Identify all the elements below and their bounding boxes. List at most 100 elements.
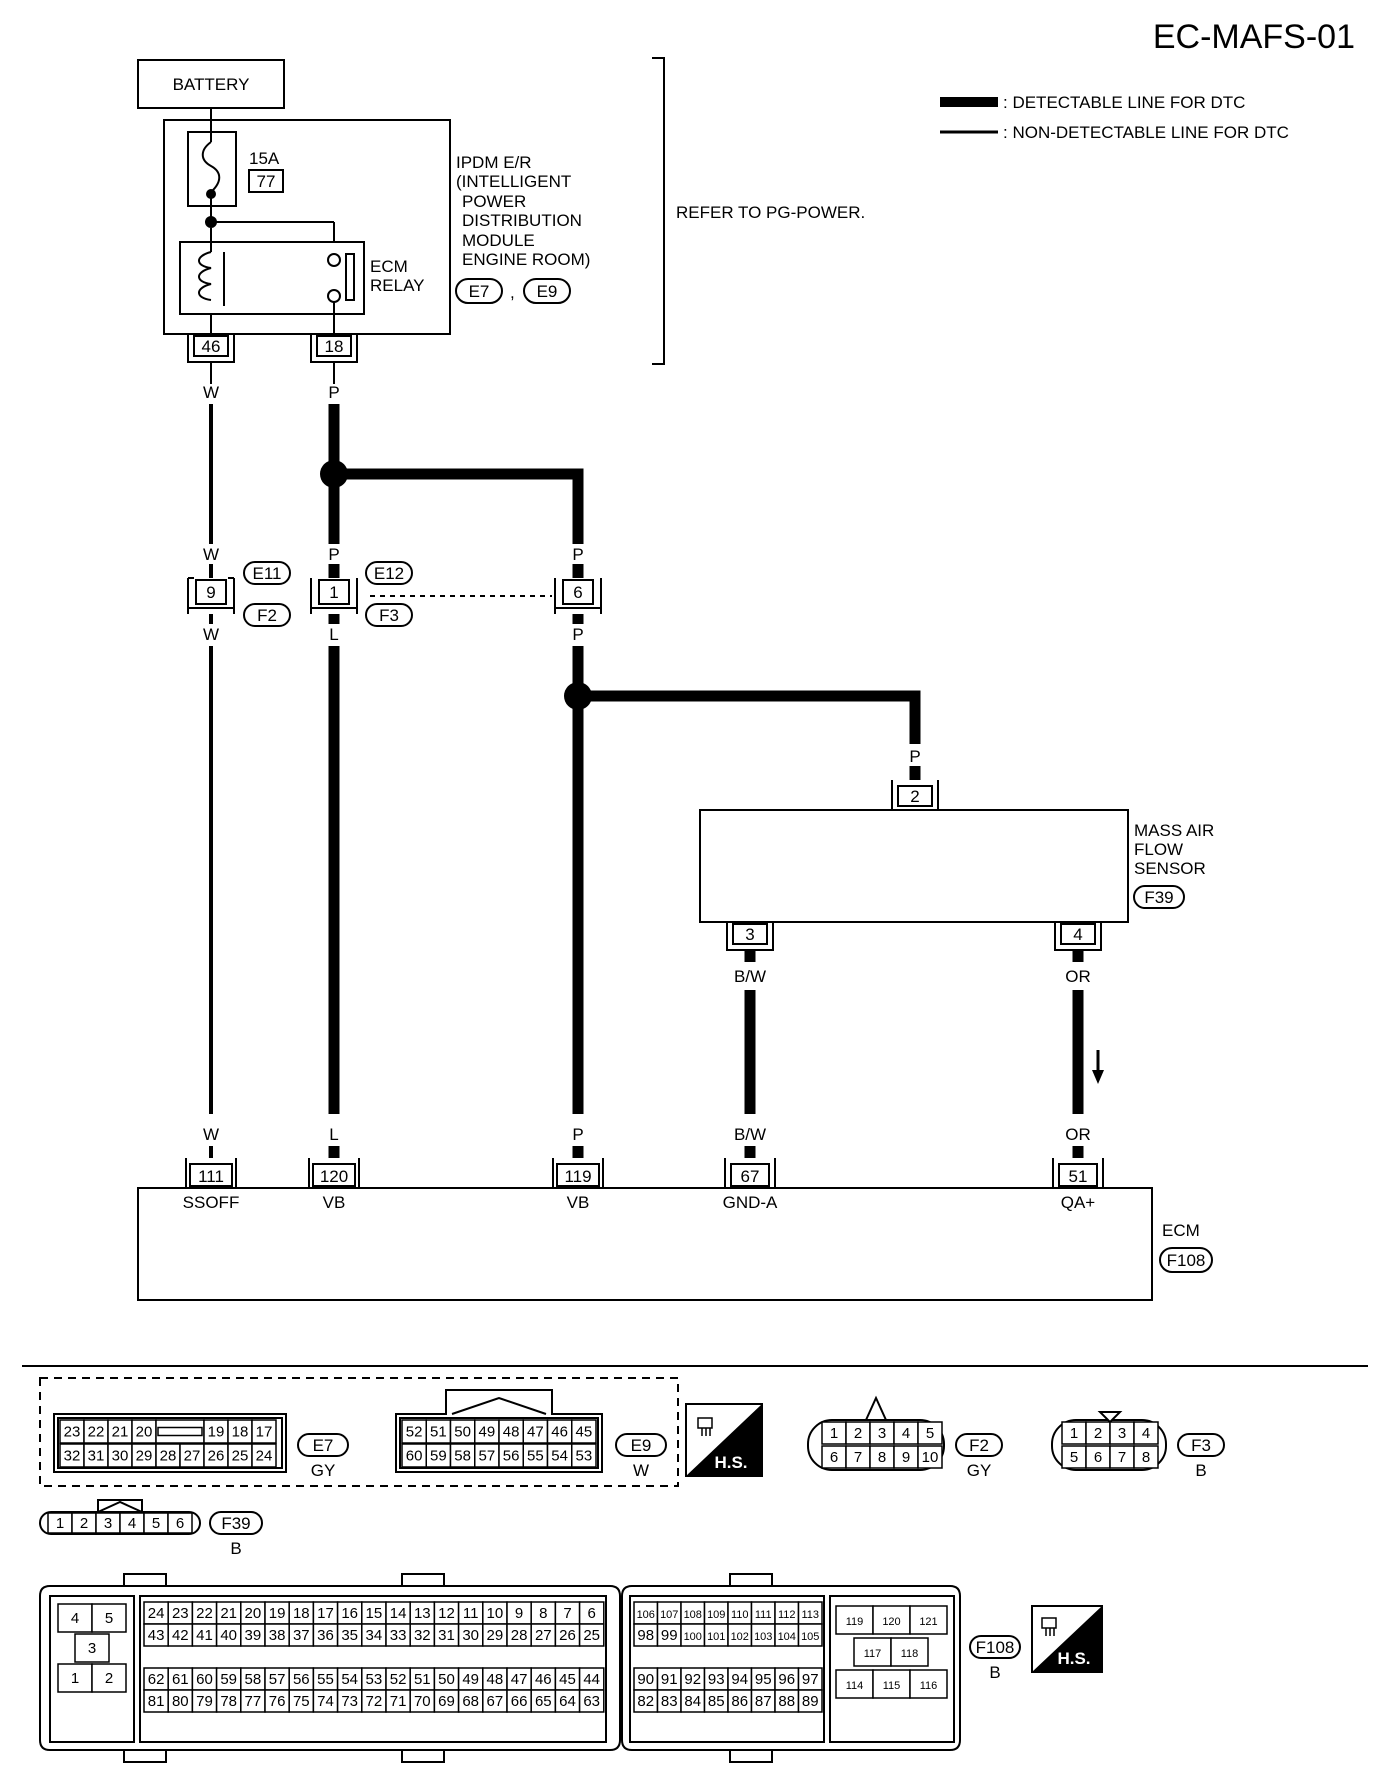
ecm-pin-vb-2: VB [567, 1193, 590, 1212]
wire-color-or-maf: OR [1065, 967, 1091, 986]
f108-pin-113: 113 [801, 1609, 819, 1621]
junction-terminal-9: 9 [206, 583, 215, 602]
f108-pin-77: 77 [245, 1693, 262, 1710]
ecm-pin-vb-1: VB [323, 1193, 346, 1212]
f108-pin-87: 87 [755, 1693, 772, 1710]
f108-pin-68: 68 [462, 1693, 479, 1710]
f108-pin-81: 81 [148, 1693, 165, 1710]
f108-pin-96: 96 [778, 1671, 795, 1688]
f108-pin-65: 65 [535, 1693, 552, 1710]
e9-pin-51: 51 [430, 1424, 447, 1441]
f108-pin-85: 85 [708, 1693, 725, 1710]
e9-pin-53: 53 [576, 1448, 593, 1465]
f108-pin-121-cell [909, 1605, 948, 1635]
wire-color-p-mid2: P [572, 545, 583, 564]
maf-terminal-3: 3 [745, 925, 754, 944]
f2-pin-8: 8 [878, 1449, 886, 1466]
e9-pin-57: 57 [479, 1448, 496, 1465]
f2-pin-10: 10 [922, 1449, 939, 1466]
f108-pin-29: 29 [487, 1627, 504, 1644]
f108-pin-115: 115 [883, 1680, 901, 1692]
refer-bracket [652, 57, 665, 365]
f108-pin-31: 31 [438, 1627, 455, 1644]
f108-pin-51: 51 [414, 1671, 431, 1688]
f108-pin-53: 53 [366, 1671, 383, 1688]
f108-pin-98: 98 [637, 1627, 654, 1644]
f108-pin-24: 24 [148, 1605, 165, 1622]
f108-pin-70: 70 [414, 1693, 431, 1710]
f108-pin-12: 12 [438, 1605, 455, 1622]
f108-pin-107: 107 [660, 1609, 678, 1621]
e9-pin-56: 56 [503, 1448, 520, 1465]
f108-pin-48: 48 [487, 1671, 504, 1688]
f108-pin-99: 99 [661, 1627, 678, 1644]
hs-label-1: H.S. [714, 1453, 747, 1472]
f2-pin-5-cell [917, 1421, 943, 1445]
f108-pin-115-cell [872, 1669, 911, 1699]
f108-pin-117-cell [853, 1637, 892, 1667]
e7-pin-20: 20 [136, 1424, 153, 1441]
f108-pin-71: 71 [390, 1693, 407, 1710]
e7-pin-17: 17 [256, 1424, 273, 1441]
f108-pin-60: 60 [196, 1671, 213, 1688]
f108-pin-6: 6 [588, 1605, 596, 1622]
f2-pin-1: 1 [830, 1425, 838, 1442]
wire-color-p-top: P [328, 383, 339, 402]
wire-color-w-mid2: W [203, 625, 219, 644]
f108-pin-91: 91 [661, 1671, 678, 1688]
f108-pin-116: 116 [920, 1680, 938, 1692]
e7-pin-32: 32 [64, 1448, 81, 1465]
f108-pin-7: 7 [563, 1605, 571, 1622]
f108-pin-100: 100 [684, 1631, 702, 1643]
f108-pin-95: 95 [755, 1671, 772, 1688]
f108-pin-66: 66 [511, 1693, 528, 1710]
signal-arrow-icon [1092, 1070, 1104, 1084]
e9-pin-50: 50 [454, 1424, 471, 1441]
e7-pin-21: 21 [112, 1424, 129, 1441]
f3-pin-8-cell [1133, 1445, 1159, 1469]
harness-side-icon-2: H.S. [1031, 1605, 1103, 1673]
f108-pin-22: 22 [196, 1605, 213, 1622]
f2-pin-4: 4 [902, 1425, 910, 1442]
f39-pin-5: 5 [152, 1515, 160, 1532]
f108-pin-14: 14 [390, 1605, 407, 1622]
battery-box: BATTERY [137, 59, 285, 109]
fuse-rating: 15A [249, 149, 280, 168]
terminal-18: 18 [325, 337, 344, 356]
f108-pin-46: 46 [535, 1671, 552, 1688]
wire-color-p-mid1: P [328, 545, 339, 564]
legend-non-detectable: : NON-DETECTABLE LINE FOR DTC [1003, 123, 1289, 142]
f108-pin-112: 112 [778, 1609, 796, 1621]
f108-pin-15: 15 [366, 1605, 383, 1622]
f108-pin-37: 37 [293, 1627, 310, 1644]
wire-color-p-mid3: P [572, 625, 583, 644]
maf-terminal-2: 2 [910, 787, 919, 806]
f39-pin-6-cell [167, 1512, 193, 1534]
ecm-pin-gnd-a: GND-A [723, 1193, 778, 1212]
f108-pin-67: 67 [487, 1693, 504, 1710]
f108-pin-3: 3 [88, 1640, 96, 1657]
f108-pin-52: 52 [390, 1671, 407, 1688]
f108-pin-10: 10 [487, 1605, 504, 1622]
f108-pin-47: 47 [511, 1671, 528, 1688]
e7-pin-24: 24 [256, 1448, 273, 1465]
f108-pin-109: 109 [707, 1609, 725, 1621]
ecm-pin-qa: QA+ [1061, 1193, 1096, 1212]
ipdm-line-2: (INTELLIGENT [456, 172, 571, 191]
f108-pin-21: 21 [220, 1605, 237, 1622]
f3-pin-1: 1 [1070, 1425, 1078, 1442]
connector-f2: F2 [257, 606, 277, 625]
ecm-terminal-120-label: 120 [320, 1167, 348, 1186]
e9-pin-45: 45 [576, 1424, 593, 1441]
e7-pin-24-cell [251, 1443, 277, 1468]
f3-pin-2: 2 [1094, 1425, 1102, 1442]
maf-terminal-4: 4 [1073, 925, 1082, 944]
e9-color: W [633, 1461, 649, 1480]
f108-pin-44: 44 [583, 1671, 600, 1688]
e7-pin-28: 28 [160, 1448, 177, 1465]
f108-pin-83: 83 [661, 1693, 678, 1710]
f108-pin-28: 28 [511, 1627, 528, 1644]
f108-pin-106: 106 [637, 1609, 655, 1621]
f108-pin-75: 75 [293, 1693, 310, 1710]
f2-pin-5: 5 [926, 1425, 934, 1442]
